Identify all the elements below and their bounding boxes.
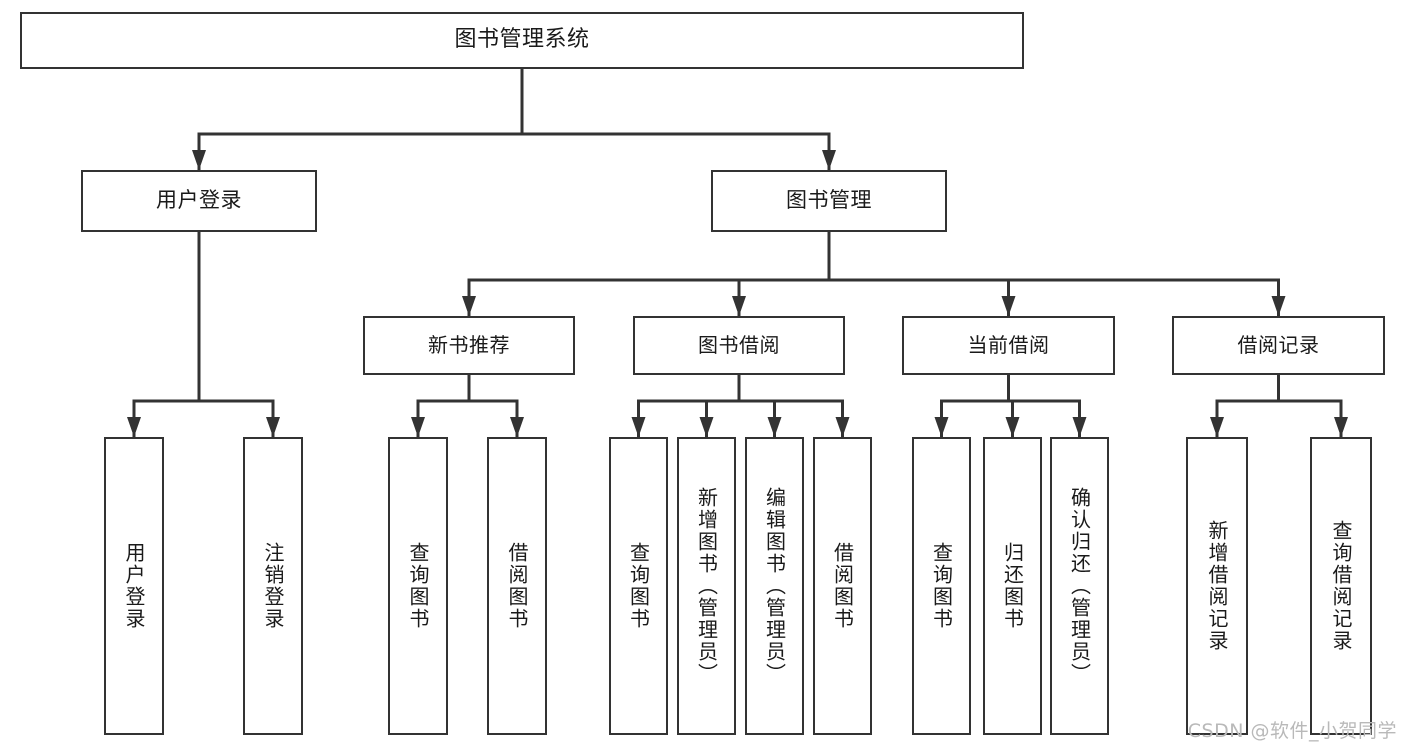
node-label: 用户登录: [122, 542, 146, 630]
node-leaf-confirm-return[interactable]: 确认归还（管理员）: [1050, 437, 1109, 735]
node-label: 新增借阅记录: [1205, 520, 1229, 652]
node-leaf-rec-add[interactable]: 新增借阅记录: [1186, 437, 1248, 735]
node-user-login[interactable]: 用户登录: [81, 170, 317, 232]
arrowhead-leaf-borrow-book: [835, 417, 850, 437]
arrowhead-leaf-confirm-return: [1072, 417, 1087, 437]
arrowhead-leaf-book-edit: [767, 417, 782, 437]
arrowhead-current-borrow: [1001, 296, 1016, 316]
node-leaf-borrow-book[interactable]: 借阅图书: [813, 437, 872, 735]
node-label: 新书推荐: [428, 333, 510, 358]
node-leaf-cur-query[interactable]: 查询图书: [912, 437, 971, 735]
node-book-borrow[interactable]: 图书借阅: [633, 316, 845, 375]
arrowhead-leaf-user-login: [127, 417, 141, 437]
arrowhead-leaf-rec-query: [411, 417, 425, 437]
arrowhead-new-book-rec: [462, 296, 476, 316]
arrowhead-leaf-return-book: [1005, 417, 1020, 437]
node-label: 查询图书: [626, 542, 651, 630]
node-book-manage[interactable]: 图书管理: [711, 170, 947, 232]
arrowhead-leaf-rec-add: [1210, 417, 1224, 437]
node-leaf-book-edit[interactable]: 编辑图书（管理员）: [745, 437, 804, 735]
node-label: 图书管理: [786, 188, 872, 213]
node-label: 查询图书: [929, 542, 954, 630]
arrowhead-leaf-rec-query2: [1334, 417, 1348, 437]
arrowhead-leaf-rec-borrow: [510, 417, 524, 437]
arrowhead-book-manage: [822, 150, 836, 170]
node-leaf-user-logout[interactable]: 注销登录: [243, 437, 303, 735]
node-label: 归还图书: [1000, 542, 1025, 630]
node-label: 确认归还（管理员）: [1067, 487, 1092, 685]
arrowhead-leaf-cur-query: [934, 417, 949, 437]
node-current-borrow[interactable]: 当前借阅: [902, 316, 1115, 375]
node-leaf-rec-borrow[interactable]: 借阅图书: [487, 437, 547, 735]
node-borrow-record[interactable]: 借阅记录: [1172, 316, 1385, 375]
node-leaf-return-book[interactable]: 归还图书: [983, 437, 1042, 735]
arrowhead-leaf-borrow-query: [631, 417, 646, 437]
node-label: 查询借阅记录: [1329, 520, 1353, 652]
node-leaf-rec-query2[interactable]: 查询借阅记录: [1310, 437, 1372, 735]
arrowhead-borrow-record: [1271, 296, 1286, 316]
node-label: 借阅图书: [830, 542, 855, 630]
node-label: 用户登录: [156, 188, 242, 213]
arrowhead-leaf-book-add: [699, 417, 714, 437]
node-label: 新增图书（管理员）: [694, 487, 719, 685]
node-label: 图书管理系统: [454, 27, 590, 53]
node-label: 注销登录: [261, 542, 285, 630]
node-leaf-user-login[interactable]: 用户登录: [104, 437, 164, 735]
node-leaf-book-add[interactable]: 新增图书（管理员）: [677, 437, 736, 735]
node-leaf-borrow-query[interactable]: 查询图书: [609, 437, 668, 735]
node-leaf-rec-query[interactable]: 查询图书: [388, 437, 448, 735]
arrowhead-leaf-user-logout: [266, 417, 280, 437]
node-new-book-rec[interactable]: 新书推荐: [363, 316, 575, 375]
node-root[interactable]: 图书管理系统: [20, 12, 1024, 69]
node-label: 查询图书: [406, 542, 430, 630]
node-label: 图书借阅: [698, 333, 780, 358]
node-label: 当前借阅: [967, 333, 1050, 358]
arrowhead-user-login: [192, 150, 206, 170]
node-label: 借阅图书: [505, 542, 529, 630]
node-label: 编辑图书（管理员）: [762, 487, 787, 685]
arrowhead-book-borrow: [732, 296, 746, 316]
node-label: 借阅记录: [1237, 333, 1320, 358]
